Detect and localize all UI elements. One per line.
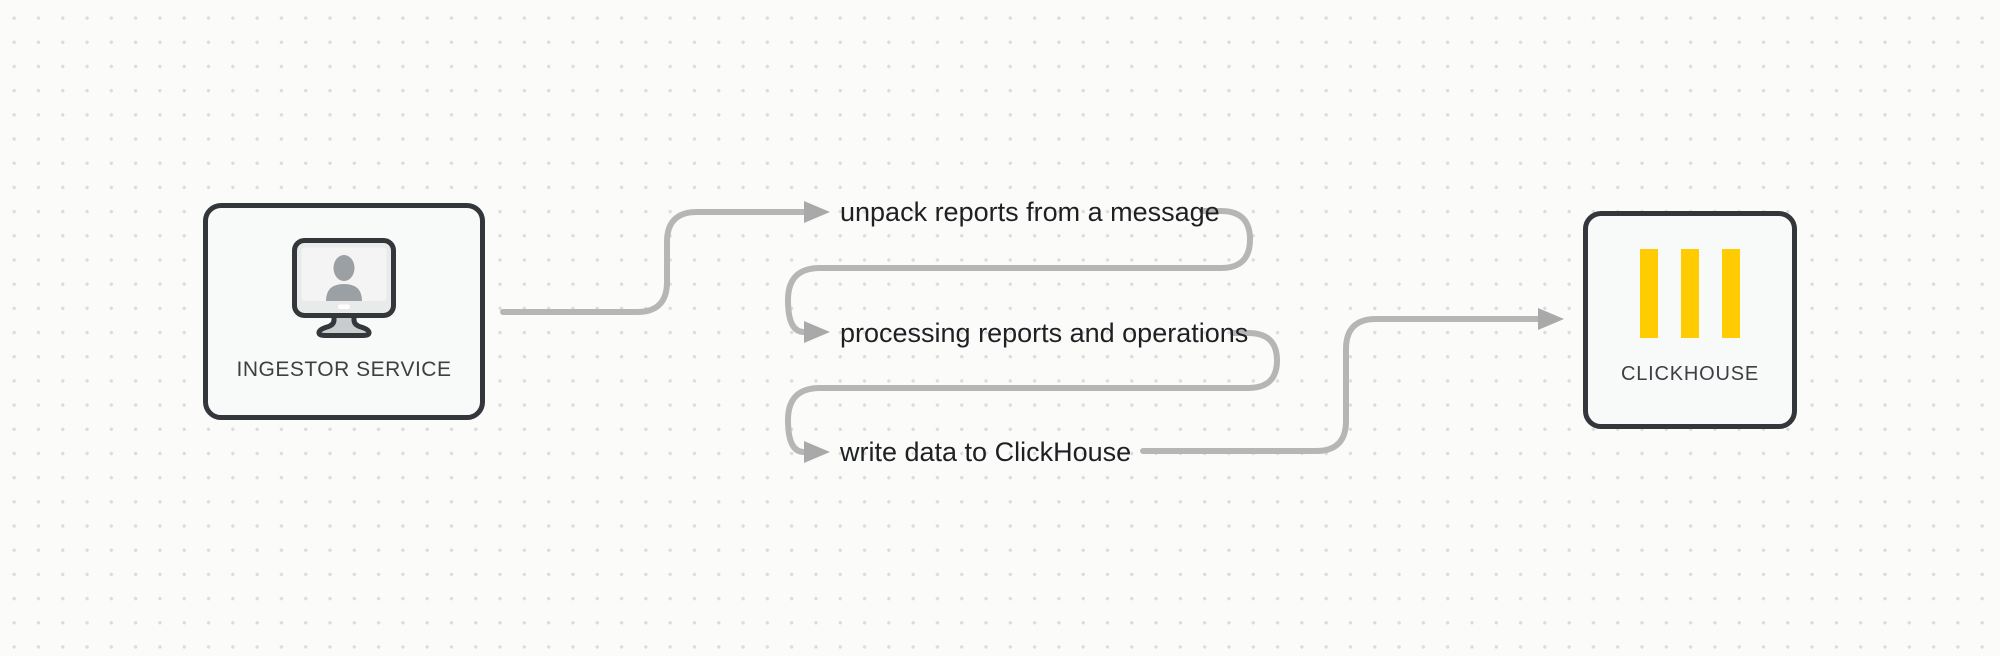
clickhouse-label: CLICKHOUSE	[1620, 363, 1760, 385]
step-label-unpack-reports[interactable]: unpack reports from a message	[840, 196, 1220, 227]
arrowhead-step1-icon	[804, 201, 830, 223]
step-label-write-data[interactable]: write data to ClickHouse	[840, 436, 1132, 467]
monitor-stand	[316, 307, 372, 338]
ingestor-service-label: INGESTOR SERVICE	[236, 358, 452, 381]
person-shoulders	[326, 284, 362, 301]
person-head	[333, 255, 355, 281]
clickhouse-bar-2	[1681, 249, 1699, 338]
arrowhead-step3-icon	[804, 441, 830, 463]
connector-ingestor-to-step1	[500, 209, 807, 315]
node-clickhouse[interactable]: CLICKHOUSE	[1583, 211, 1797, 429]
connector-step3-to-clickhouse	[1140, 316, 1541, 454]
clickhouse-logo-icon	[1640, 249, 1740, 338]
arrowhead-step2-icon	[804, 321, 830, 343]
arrowhead-clickhouse-icon	[1538, 308, 1564, 330]
clickhouse-bar-3	[1722, 249, 1740, 338]
workstation-user-icon	[292, 238, 396, 338]
connector-step2-to-step3	[784, 330, 1281, 455]
step-label-processing-reports[interactable]: processing reports and operations	[840, 317, 1249, 348]
bezel-pill	[338, 304, 350, 309]
clickhouse-bar-1	[1640, 249, 1658, 338]
connector-step1-to-step2	[784, 208, 1254, 335]
node-ingestor-service[interactable]: INGESTOR SERVICE	[203, 203, 485, 420]
